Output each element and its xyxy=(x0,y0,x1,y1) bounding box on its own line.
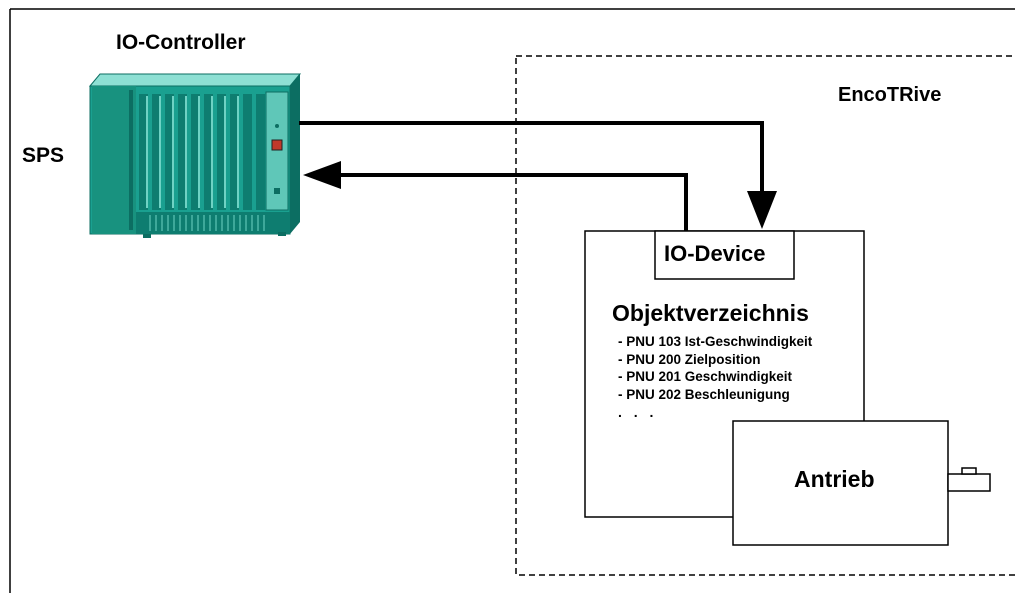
input-arrow-line xyxy=(335,173,688,231)
motor-key-icon xyxy=(961,467,977,475)
encotrive-label: EncoTRive xyxy=(838,84,942,106)
output-arrow-line xyxy=(299,121,764,195)
parameter-ellipsis: . . . xyxy=(618,404,658,420)
parameter-item: - PNU 201 Geschwindigkeit xyxy=(618,369,793,384)
parameter-item: - PNU 103 Ist-Geschwindigkeit xyxy=(618,334,813,349)
plc-rack-icon xyxy=(88,73,302,238)
io-device-label: IO-Device xyxy=(664,241,766,266)
objektverzeichnis-label: Objektverzeichnis xyxy=(612,300,809,326)
antrieb-label: Antrieb xyxy=(794,466,875,492)
output-arrowhead-icon xyxy=(747,191,777,229)
parameter-item: - PNU 200 Zielposition xyxy=(618,351,761,367)
input-arrowhead-icon xyxy=(303,161,341,189)
parameter-item: - PNU 202 Beschleunigung xyxy=(618,386,790,402)
motor-shaft-icon xyxy=(947,473,991,492)
io-controller-label: IO-Controller xyxy=(116,31,246,54)
io-device-box xyxy=(654,230,795,280)
sps-label: SPS xyxy=(22,144,65,167)
parameter-list: - PNU 103 Ist-Geschwindigkeit - PNU 200 … xyxy=(618,333,812,403)
antrieb-box xyxy=(732,420,949,546)
encotrive-boundary xyxy=(515,55,1015,576)
